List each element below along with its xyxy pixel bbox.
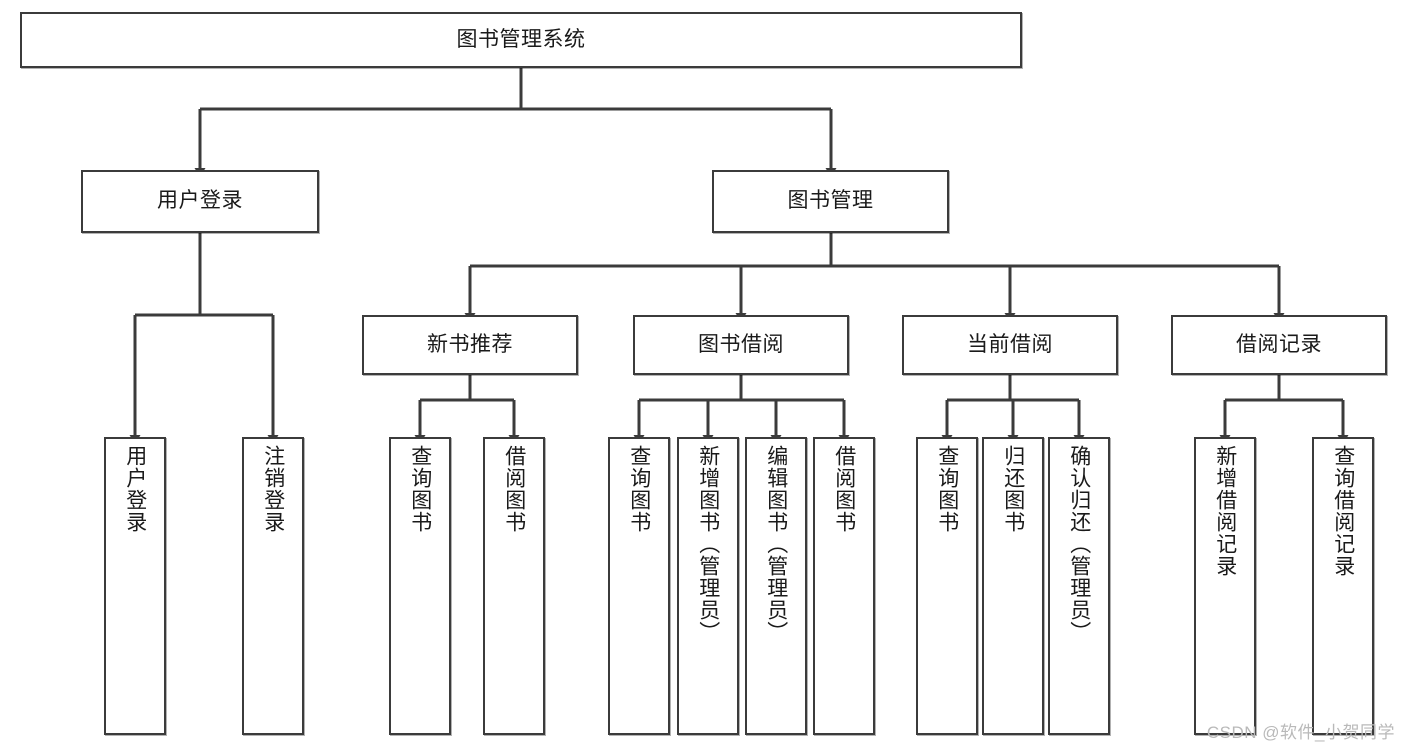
node-label: 归还图书 (1001, 445, 1025, 533)
node-leaf-add-book[interactable]: 新增图书（管理员） (677, 437, 739, 735)
node-label: 图书借阅 (698, 332, 784, 356)
node-leaf-query-record[interactable]: 查询借阅记录 (1312, 437, 1374, 735)
node-leaf-borrow-book[interactable]: 借阅图书 (813, 437, 875, 735)
node-leaf-borrow-book-rec[interactable]: 借阅图书 (483, 437, 545, 735)
node-label: 编辑图书（管理员） (764, 445, 788, 643)
node-label: 查询图书 (408, 445, 432, 533)
node-leaf-confirm-return[interactable]: 确认归还（管理员） (1048, 437, 1110, 735)
node-current-borrow[interactable]: 当前借阅 (902, 315, 1118, 375)
node-label: 用户登录 (157, 189, 243, 213)
node-leaf-query-cur[interactable]: 查询图书 (916, 437, 978, 735)
node-leaf-add-record[interactable]: 新增借阅记录 (1194, 437, 1256, 735)
node-leaf-user-login[interactable]: 用户登录 (104, 437, 166, 735)
node-leaf-query-book[interactable]: 查询图书 (608, 437, 670, 735)
watermark: CSDN @软件_小贺同学 (1206, 723, 1395, 742)
node-label: 用户登录 (123, 445, 147, 533)
node-user-login[interactable]: 用户登录 (81, 170, 319, 233)
node-leaf-return-book[interactable]: 归还图书 (982, 437, 1044, 735)
node-root[interactable]: 图书管理系统 (20, 12, 1022, 68)
node-label: 确认归还（管理员） (1067, 445, 1091, 643)
node-leaf-query-book-rec[interactable]: 查询图书 (389, 437, 451, 735)
node-label: 当前借阅 (967, 332, 1053, 356)
node-book-manage[interactable]: 图书管理 (712, 170, 949, 233)
node-label: 借阅图书 (832, 445, 856, 533)
node-label: 注销登录 (261, 445, 285, 533)
node-new-book-rec[interactable]: 新书推荐 (362, 315, 578, 375)
node-label: 新增图书（管理员） (696, 445, 720, 643)
node-book-borrow[interactable]: 图书借阅 (633, 315, 849, 375)
node-leaf-logout[interactable]: 注销登录 (242, 437, 304, 735)
node-label: 查询图书 (627, 445, 651, 533)
node-label: 查询图书 (935, 445, 959, 533)
node-label: 新增借阅记录 (1213, 445, 1237, 577)
node-label: 新书推荐 (427, 332, 513, 356)
node-borrow-record[interactable]: 借阅记录 (1171, 315, 1387, 375)
node-label: 借阅记录 (1236, 332, 1322, 356)
node-label: 图书管理系统 (456, 27, 586, 51)
node-label: 查询借阅记录 (1331, 445, 1355, 577)
node-leaf-edit-book[interactable]: 编辑图书（管理员） (745, 437, 807, 735)
node-label: 图书管理 (787, 189, 874, 213)
node-label: 借阅图书 (502, 445, 526, 533)
